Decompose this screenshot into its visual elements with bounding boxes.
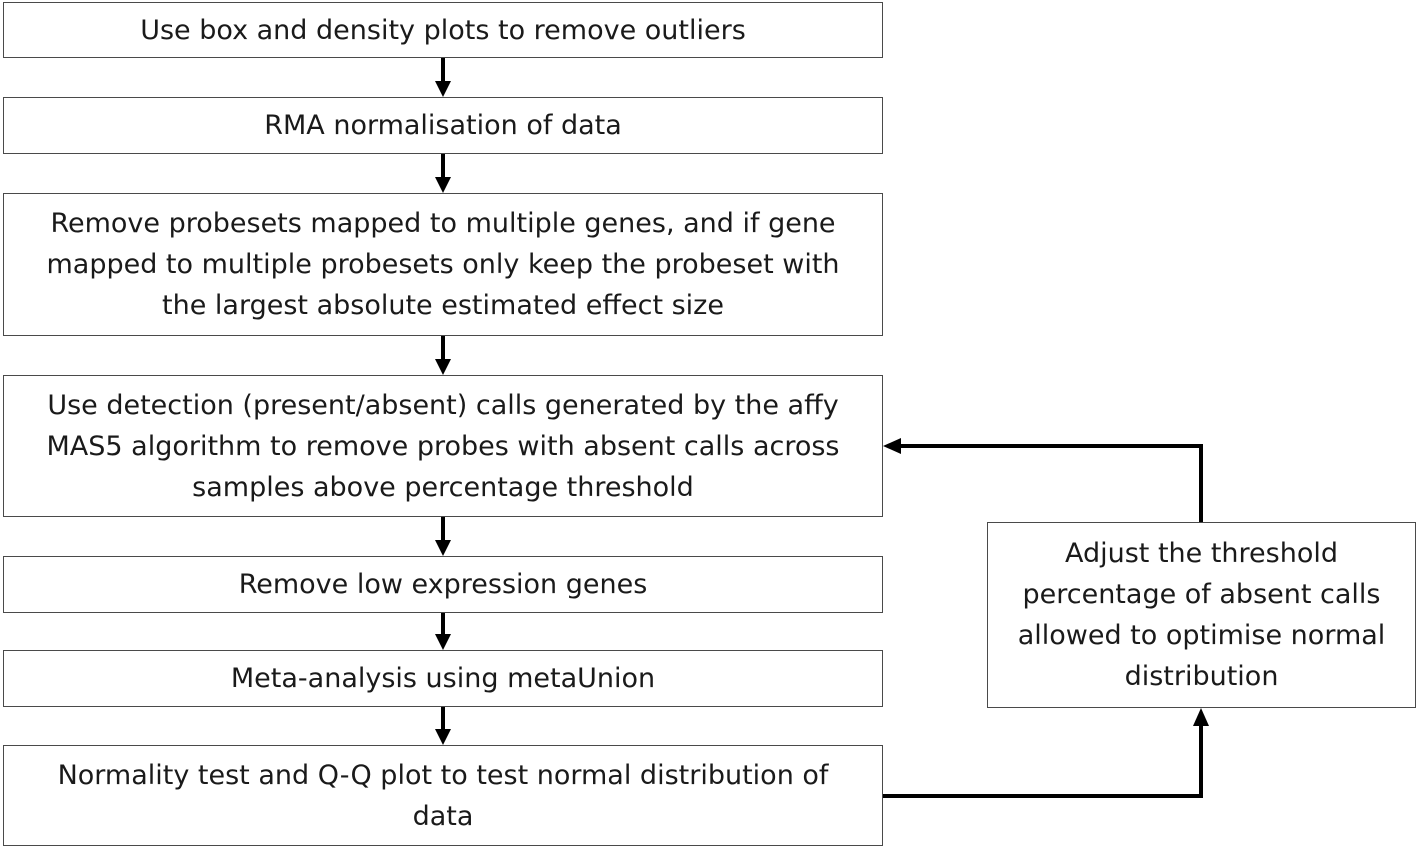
step-meta-analysis: Meta-analysis using metaUnion	[3, 650, 883, 707]
step-adjust-threshold-line-4: distribution	[1124, 661, 1279, 692]
arrow-rma-to-probesets	[435, 154, 451, 193]
arrow-low-expression-to-meta-analysis	[435, 613, 451, 650]
step-adjust-threshold: Adjust the threshold percentage of absen…	[987, 522, 1416, 708]
step-detection-calls-line-1: Use detection (present/absent) calls gen…	[47, 389, 839, 421]
step-detection-calls: Use detection (present/absent) calls gen…	[3, 375, 883, 517]
step-remove-probesets: Remove probesets mapped to multiple gene…	[3, 193, 883, 336]
step-detection-calls-line-2: MAS5 algorithm to remove probes with abs…	[46, 430, 840, 462]
arrow-outliers-to-rma	[435, 58, 451, 97]
step-rma-normalisation-line-1: RMA normalisation of data	[264, 110, 622, 141]
step-normality-test-line-1: Normality test and Q-Q plot to test norm…	[57, 759, 829, 791]
step-adjust-threshold-line-1: Adjust the threshold	[1064, 538, 1339, 569]
step-meta-analysis-line-1: Meta-analysis using metaUnion	[230, 663, 656, 694]
step-adjust-threshold-line-2: percentage of absent calls	[1022, 579, 1381, 610]
arrow-normality-to-adjust	[883, 708, 1209, 798]
step-remove-low-expression-line-1: Remove low expression genes	[238, 569, 648, 600]
step-adjust-threshold-line-3: allowed to optimise normal	[1017, 620, 1386, 651]
step-normality-test-line-2: data	[412, 800, 474, 832]
step-remove-probesets-line-2: mapped to multiple probesets only keep t…	[46, 249, 840, 280]
arrow-meta-analysis-to-normality	[435, 707, 451, 745]
step-remove-probesets-line-3: the largest absolute estimated effect si…	[162, 290, 724, 321]
step-remove-probesets-line-1: Remove probesets mapped to multiple gene…	[50, 208, 836, 239]
step-rma-normalisation: RMA normalisation of data	[3, 97, 883, 154]
step-normality-test: Normality test and Q-Q plot to test norm…	[3, 745, 883, 846]
step-remove-outliers: Use box and density plots to remove outl…	[3, 2, 883, 58]
step-detection-calls-line-3: samples above percentage threshold	[192, 471, 694, 503]
arrow-detection-to-low-expression	[435, 517, 451, 556]
arrow-probesets-to-detection	[435, 336, 451, 375]
step-remove-low-expression: Remove low expression genes	[3, 556, 883, 613]
arrow-adjust-to-detection	[883, 438, 1203, 522]
step-remove-outliers-line-1: Use box and density plots to remove outl…	[140, 14, 746, 46]
